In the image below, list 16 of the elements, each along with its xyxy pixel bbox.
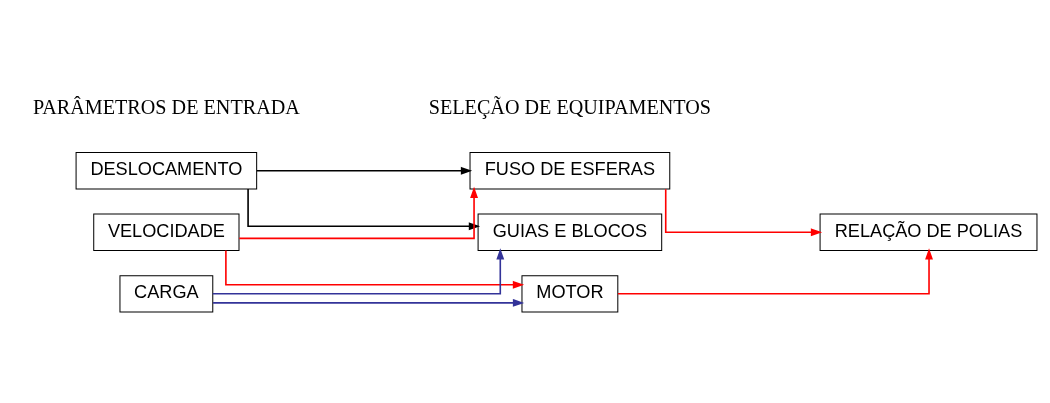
arrow: [664, 188, 823, 237]
node-box: DESLOCAMENTO: [75, 152, 258, 190]
node-box: VELOCIDADE: [93, 213, 240, 251]
node-box: RELAÇÃO DE POLIAS: [819, 213, 1038, 251]
arrow: [256, 166, 473, 175]
node-box: FUSO DE ESFERAS: [469, 152, 671, 190]
node-box: GUIAS E BLOCOS: [477, 213, 663, 251]
node-box: CARGA: [119, 275, 214, 313]
label: PARÂMETROS DE ENTRADA: [32, 96, 300, 119]
label: SELEÇÃO DE EQUIPAMENTOS: [428, 96, 711, 119]
arrow: [617, 248, 933, 295]
node-box: MOTOR: [521, 275, 619, 313]
arrow: [238, 186, 478, 240]
arrow: [212, 298, 525, 307]
arrow: [225, 249, 525, 289]
arrow: [212, 248, 505, 295]
